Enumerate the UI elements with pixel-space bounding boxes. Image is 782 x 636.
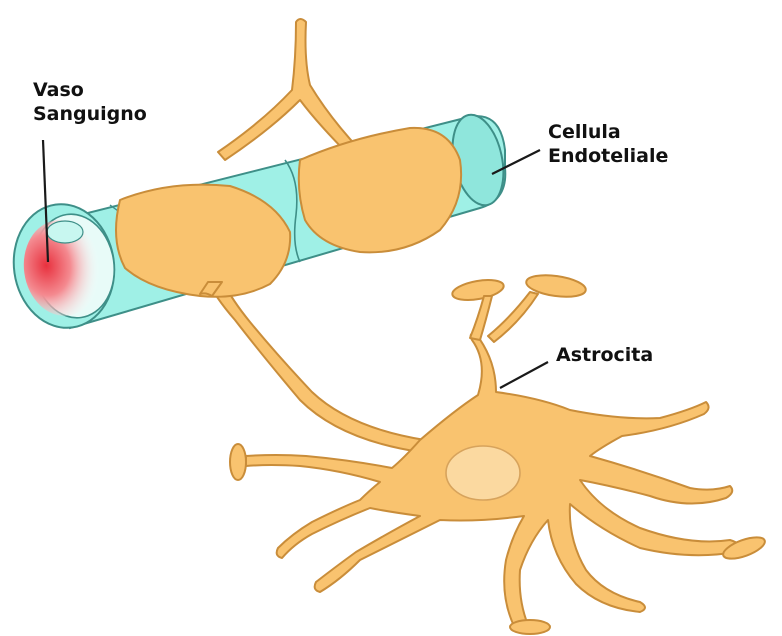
astrocyte-process-to-vessel: [208, 280, 425, 452]
lumen-cell-nucleus: [47, 221, 83, 243]
astrocyte-endfoot-right: [299, 128, 461, 252]
astrocyte-paddle-stalk: [470, 296, 492, 340]
astrocyte-paddle-stalk: [488, 292, 538, 342]
astrocyte-paddle-top-left: [451, 277, 505, 304]
label-astrocita-text: Astrocita: [556, 343, 653, 367]
astrocyte: [116, 19, 767, 634]
astrocyte-process-upper: [218, 19, 360, 160]
astrocyte-paddle-left: [230, 444, 246, 480]
label-vaso-line2: Sanguigno: [33, 102, 147, 126]
label-vaso-sanguigno: Vaso Sanguigno: [33, 78, 147, 126]
astrocyte-endfoot-left: [116, 185, 290, 297]
astrocyte-nucleus: [446, 446, 520, 500]
label-cellula-line1: Cellula: [548, 120, 668, 144]
astrocyte-paddle-bottom: [510, 620, 550, 634]
leader-line-astrocita: [500, 362, 548, 388]
label-cellula-line2: Endoteliale: [548, 144, 668, 168]
label-vaso-line1: Vaso: [33, 78, 147, 102]
astrocyte-paddle-right: [721, 533, 768, 563]
label-cellula-endoteliale: Cellula Endoteliale: [548, 120, 668, 168]
label-astrocita: Astrocita: [556, 343, 653, 367]
